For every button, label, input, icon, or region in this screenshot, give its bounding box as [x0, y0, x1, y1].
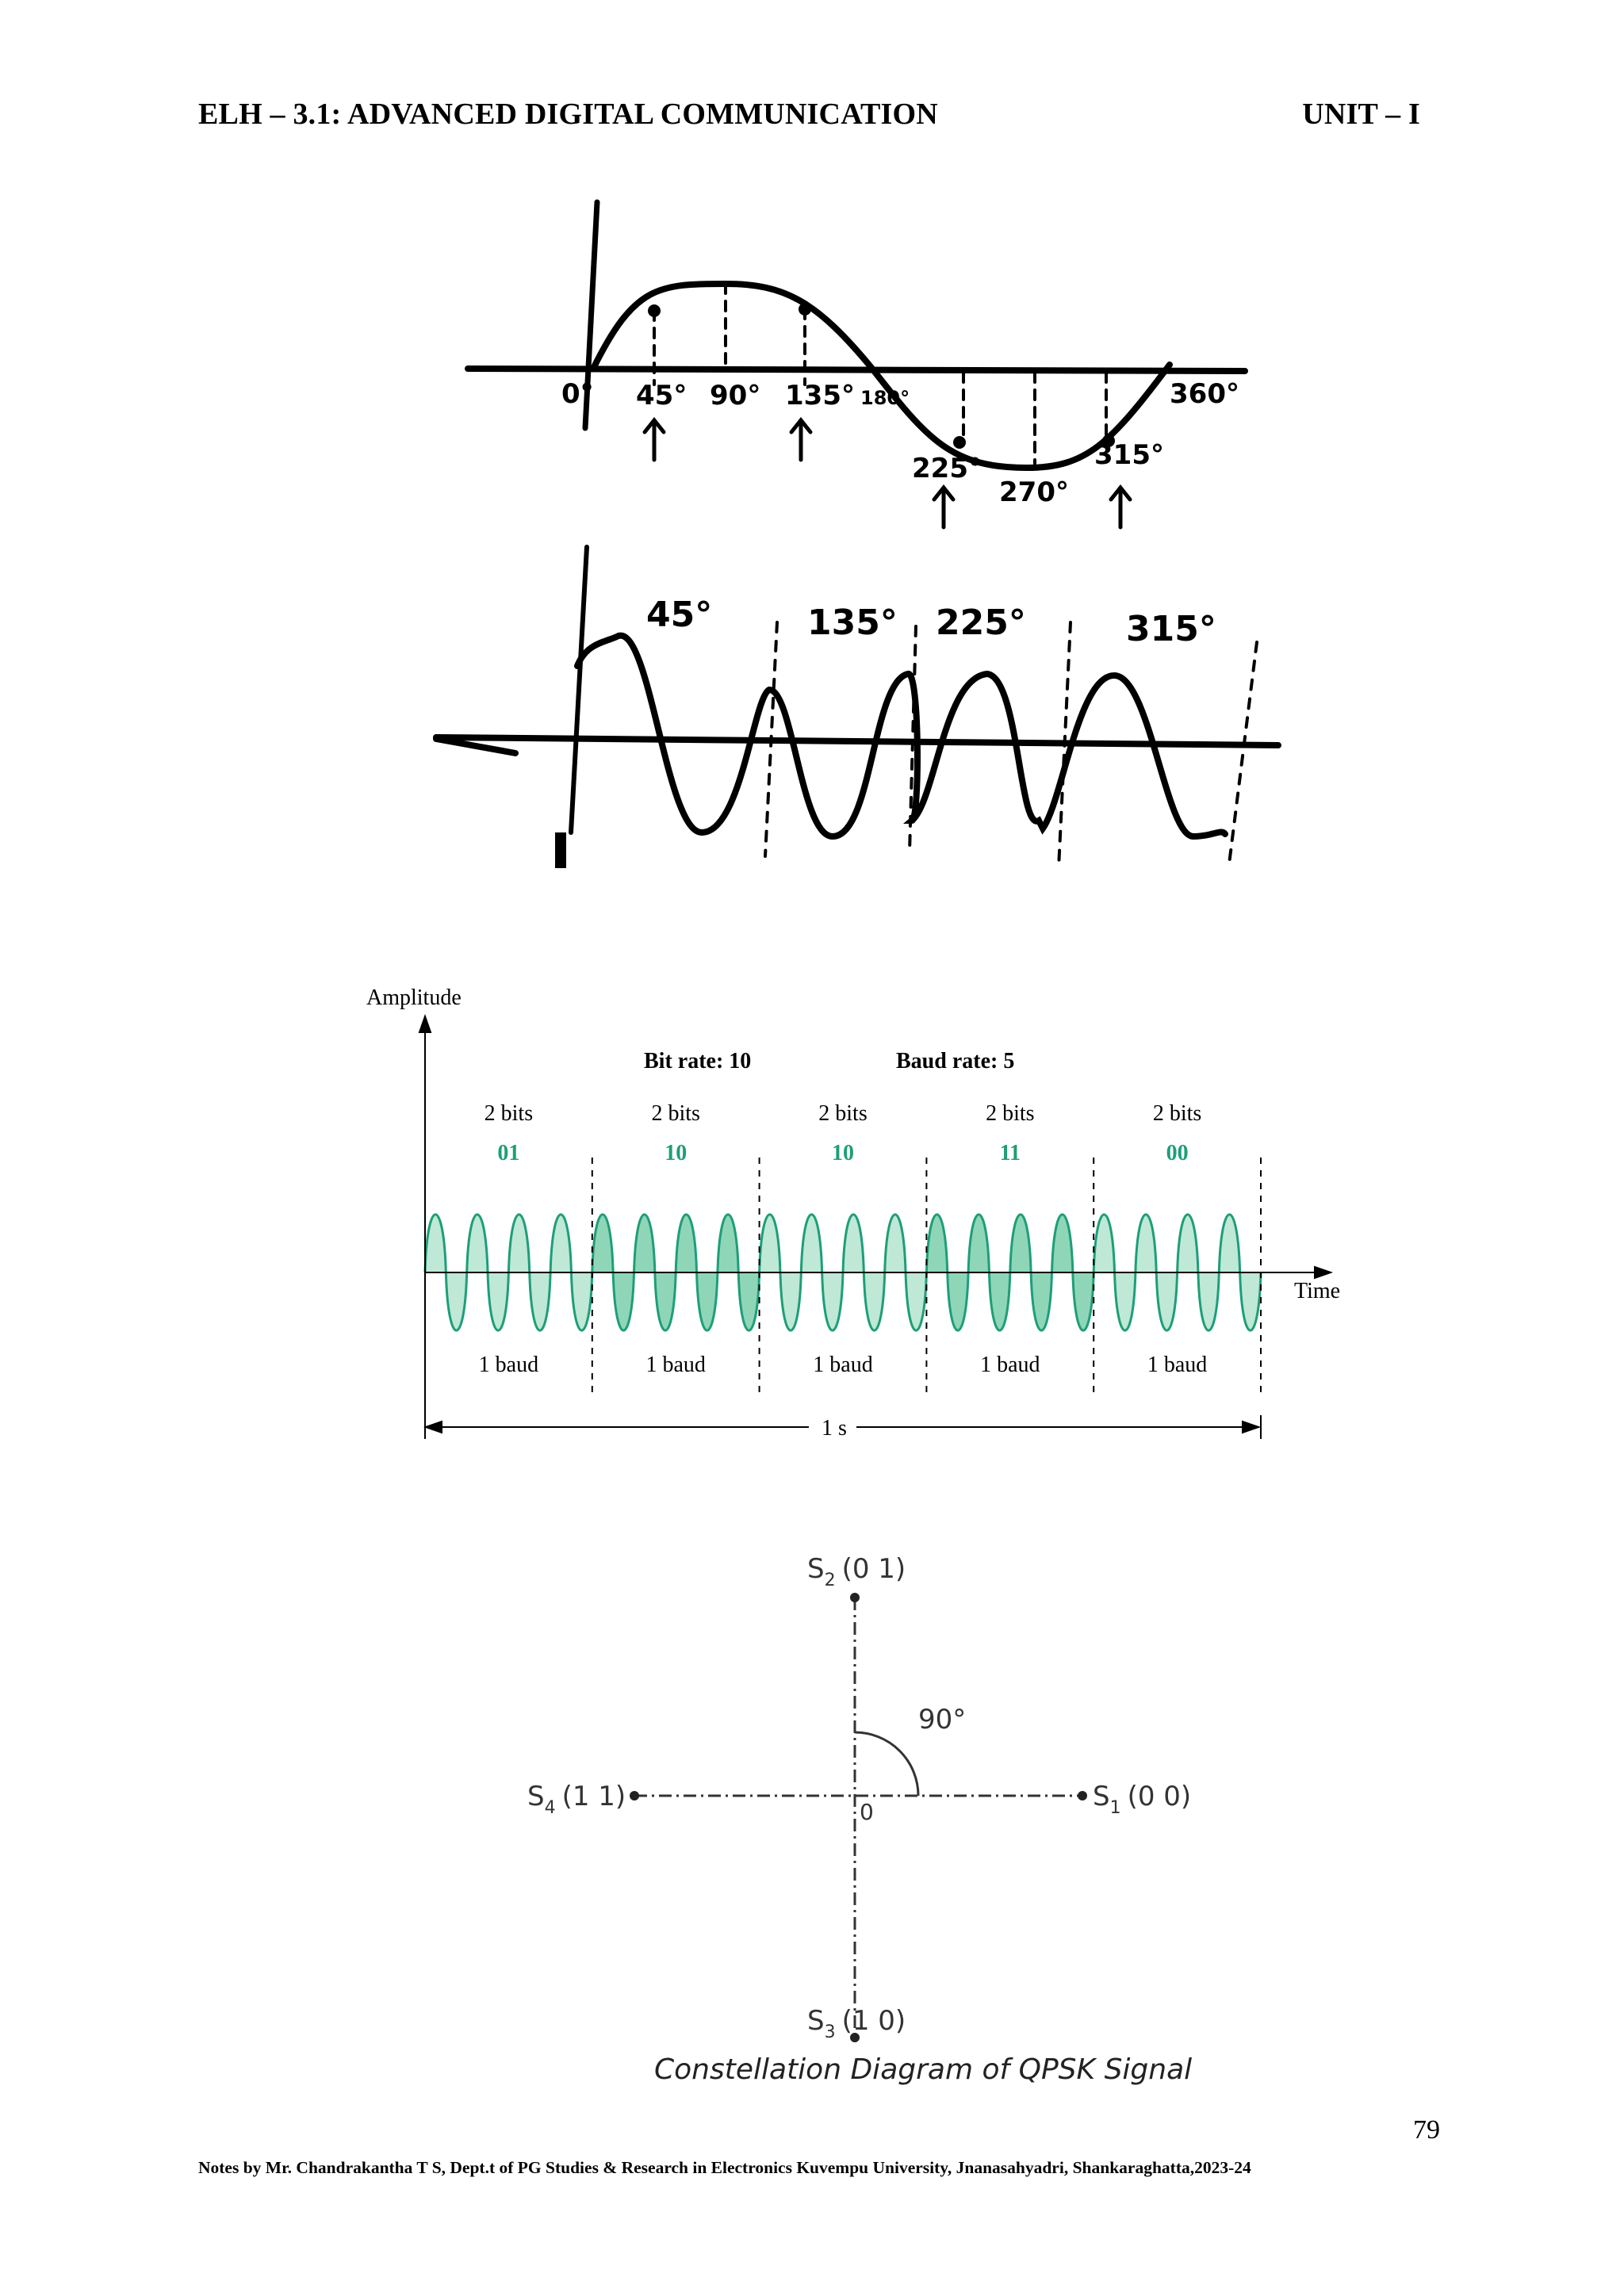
label-s1: S1(0 0): [1093, 1781, 1191, 1818]
page-number: 79: [1413, 2115, 1440, 2145]
waveform: [574, 632, 1228, 840]
label-180deg: 180°: [860, 387, 910, 409]
label-360deg: 360°: [1170, 378, 1239, 410]
bits-label: 2 bits: [986, 1101, 1034, 1126]
point-s4: [630, 1791, 639, 1800]
label-s3: S3(1 0): [807, 2005, 906, 2042]
document-header-unit: UNIT – I: [1302, 98, 1420, 131]
qpsk-constellation-figure: S2(0 1) S1(0 0) S4(1 1) S3(1 0) 90° 0 Co…: [527, 1553, 1192, 2086]
sine-phase-figure: 0° 45° 90° 135° 180° 225° 270° 315° 360°: [465, 199, 1248, 530]
bit-code: 11: [1000, 1141, 1021, 1165]
angle-label: 90°: [918, 1704, 966, 1735]
x-axis-label: Time: [1294, 1279, 1340, 1303]
origin-label: 0: [860, 1799, 874, 1825]
baud-label: 1 baud: [645, 1353, 705, 1377]
baud-label: 1 baud: [980, 1353, 1040, 1377]
bit-code: 10: [665, 1141, 687, 1165]
baud-label: 1 baud: [813, 1353, 872, 1377]
bit-code: 10: [832, 1141, 854, 1165]
label-45deg: 45°: [646, 595, 712, 635]
phase-shift-waveform-figure: 45° 135° 225° 315°: [433, 545, 1281, 870]
bit-rate-label: Bit rate: 10: [644, 1049, 751, 1073]
label-0deg: 0°: [561, 378, 594, 410]
bits-label: 2 bits: [818, 1101, 867, 1126]
bits-label: 2 bits: [651, 1101, 699, 1126]
y-axis-label: Amplitude: [366, 985, 462, 1010]
bits-label: 2 bits: [485, 1101, 533, 1126]
label-135deg: 135°: [785, 380, 855, 411]
label-270deg: 270°: [999, 476, 1069, 508]
baud-label: 1 baud: [479, 1353, 538, 1377]
baud-rate-label: Baud rate: 5: [896, 1049, 1014, 1073]
angle-arc: [854, 1731, 920, 1797]
point-s2: [850, 1593, 860, 1602]
label-s4: S4(1 1): [527, 1781, 626, 1818]
baud-label: 1 baud: [1147, 1353, 1207, 1377]
constellation-caption: Constellation Diagram of QPSK Signal: [654, 2053, 1192, 2086]
label-90deg: 90°: [710, 380, 760, 411]
point-s1: [1078, 1791, 1087, 1800]
document-header-title: ELH – 3.1: ADVANCED DIGITAL COMMUNICATIO…: [198, 98, 938, 131]
label-135deg: 135°: [807, 603, 898, 643]
label-225deg: 225°: [936, 603, 1026, 643]
label-s2: S2(0 1): [807, 1553, 906, 1590]
page-footer: Notes by Mr. Chandrakantha T S, Dept.t o…: [198, 2158, 1251, 2177]
sine-curve: [590, 280, 1173, 472]
bit-code: 00: [1166, 1141, 1189, 1165]
label-315deg: 315°: [1094, 439, 1164, 471]
bits-label: 2 bits: [1153, 1101, 1201, 1126]
label-315deg: 315°: [1126, 609, 1216, 649]
duration-label: 1 s: [822, 1416, 847, 1441]
point-s3: [850, 2033, 860, 2042]
baud-rate-figure: Amplitude Time Bit rate: 10 Baud rate: 5…: [366, 985, 1340, 1441]
bit-code: 01: [497, 1141, 519, 1165]
label-225deg: 225°: [912, 453, 982, 484]
label-45deg: 45°: [636, 380, 687, 411]
